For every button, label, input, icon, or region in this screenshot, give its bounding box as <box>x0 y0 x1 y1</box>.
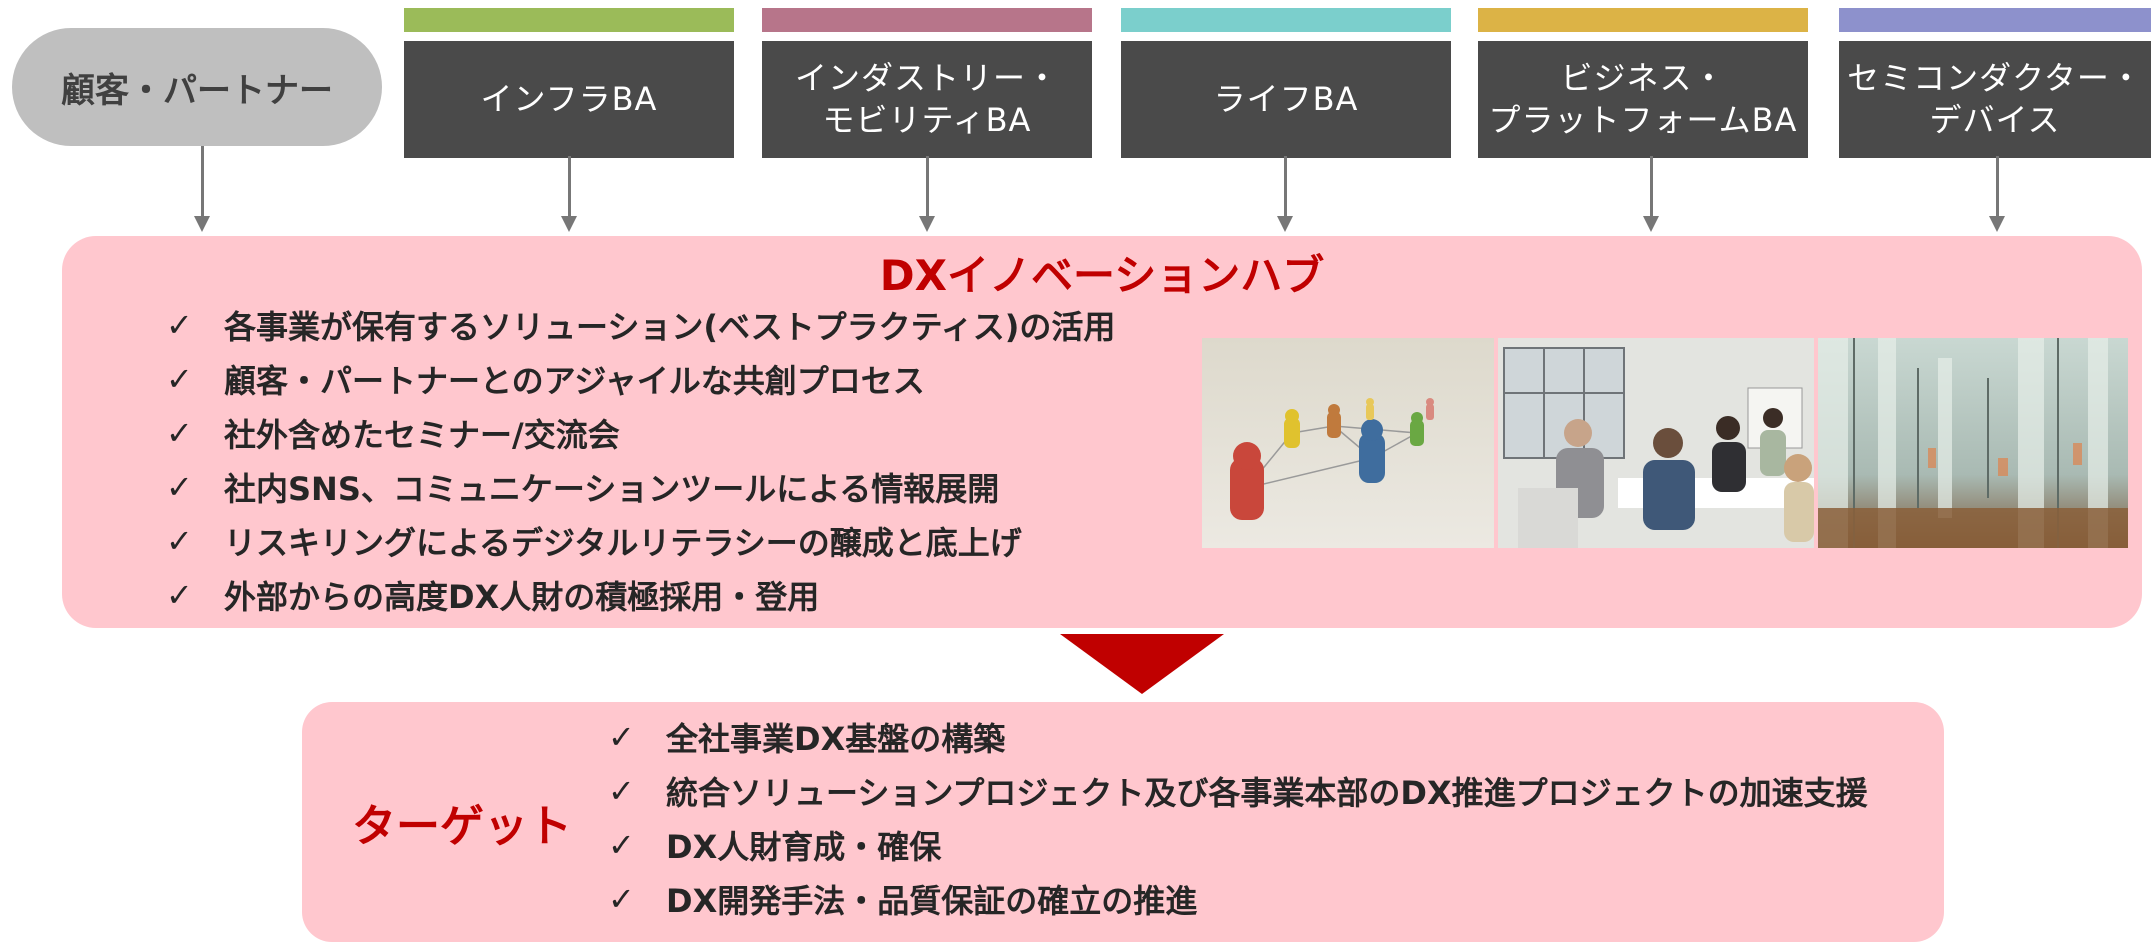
arrow-business-platform <box>1643 156 1659 246</box>
target-item-text: 全社事業DX基盤の構築 <box>666 720 1006 758</box>
check-icon: ✓ <box>608 880 635 918</box>
check-icon: ✓ <box>166 306 193 344</box>
hub-item-text: 各事業が保有するソリューション(ベストプラクティス)の活用 <box>224 308 1116 346</box>
hub-title: DXイノベーションハブ <box>879 251 1325 300</box>
check-icon: ✓ <box>166 414 193 452</box>
ba-semiconductor-device-label: セミコンダクター・ デバイス <box>1839 41 2151 158</box>
ba-life-label: ライフBA <box>1121 41 1451 158</box>
ba-business-platform-label: ビジネス・ プラットフォームBA <box>1478 41 1808 158</box>
ba-infra: インフラBA <box>404 8 734 158</box>
ba-semiconductor-device: セミコンダクター・ デバイス <box>1839 8 2151 158</box>
ba-business-platform-color-bar <box>1478 8 1808 32</box>
hub-list-item: ✓ リスキリングによるデジタルリテラシーの醸成と底上げ <box>166 514 1115 568</box>
photo-network-figures <box>1202 338 1494 548</box>
target-item-text: 統合ソリューションプロジェクト及び各事業本部のDX推進プロジェクトの加速支援 <box>666 774 1868 812</box>
ba-industry-mobility-color-bar <box>762 8 1092 32</box>
arrow-semiconductor-device <box>1989 156 2005 246</box>
arrow-industry-mobility <box>919 156 935 246</box>
hub-item-text: 社内SNS、コミュニケーションツールによる情報展開 <box>224 470 1000 508</box>
target-list-item: ✓ DX開発手法・品質保証の確立の推進 <box>608 872 1868 926</box>
hub-item-text: 外部からの高度DX人財の積極採用・登用 <box>224 578 820 616</box>
partner-pill: 顧客・パートナー <box>12 28 382 146</box>
target-label: ターゲット <box>352 801 572 852</box>
ba-infra-label: インフラBA <box>404 41 734 158</box>
check-icon: ✓ <box>166 522 193 560</box>
check-icon: ✓ <box>166 576 193 614</box>
photo-glass-office <box>1818 338 2128 548</box>
ba-semiconductor-device-color-bar <box>1839 8 2151 32</box>
hub-list-item: ✓ 顧客・パートナーとのアジャイルな共創プロセス <box>166 352 1115 406</box>
hub-list-item: ✓ 社内SNS、コミュニケーションツールによる情報展開 <box>166 460 1115 514</box>
arrow-infra <box>561 156 577 246</box>
photo-meeting <box>1498 338 1814 548</box>
down-arrow-triangle <box>1060 634 1224 694</box>
ba-life: ライフBA <box>1121 8 1451 158</box>
hub-item-text: 社外含めたセミナー/交流会 <box>224 416 620 454</box>
ba-life-color-bar <box>1121 8 1451 32</box>
ba-infra-color-bar <box>404 8 734 32</box>
target-item-text: DX人財育成・確保 <box>666 828 942 866</box>
arrow-partner <box>194 146 210 236</box>
target-list-item: ✓ 全社事業DX基盤の構築 <box>608 710 1868 764</box>
target-list-item: ✓ DX人財育成・確保 <box>608 818 1868 872</box>
partner-label: 顧客・パートナー <box>61 70 333 111</box>
ba-industry-mobility: インダストリー・ モビリティBA <box>762 8 1092 158</box>
target-list-item: ✓ 統合ソリューションプロジェクト及び各事業本部のDX推進プロジェクトの加速支援 <box>608 764 1868 818</box>
hub-list-item: ✓ 外部からの高度DX人財の積極採用・登用 <box>166 568 1115 622</box>
check-icon: ✓ <box>166 468 193 506</box>
check-icon: ✓ <box>166 360 193 398</box>
check-icon: ✓ <box>608 826 635 864</box>
target-panel: ターゲット ✓ 全社事業DX基盤の構築 ✓ 統合ソリューションプロジェクト及び各事業… <box>302 702 1944 942</box>
hub-list: ✓ 各事業が保有するソリューション(ベストプラクティス)の活用 ✓ 顧客・パートナー… <box>166 298 1115 622</box>
target-list: ✓ 全社事業DX基盤の構築 ✓ 統合ソリューションプロジェクト及び各事業本部のDX推… <box>608 710 1868 926</box>
hub-list-item: ✓ 社外含めたセミナー/交流会 <box>166 406 1115 460</box>
ba-industry-mobility-label: インダストリー・ モビリティBA <box>762 41 1092 158</box>
check-icon: ✓ <box>608 718 635 756</box>
hub-item-text: 顧客・パートナーとのアジャイルな共創プロセス <box>224 362 925 400</box>
arrow-life <box>1277 156 1293 246</box>
ba-business-platform: ビジネス・ プラットフォームBA <box>1478 8 1808 158</box>
check-icon: ✓ <box>608 772 635 810</box>
target-item-text: DX開発手法・品質保証の確立の推進 <box>666 882 1198 920</box>
hub-item-text: リスキリングによるデジタルリテラシーの醸成と底上げ <box>224 524 1022 562</box>
hub-list-item: ✓ 各事業が保有するソリューション(ベストプラクティス)の活用 <box>166 298 1115 352</box>
